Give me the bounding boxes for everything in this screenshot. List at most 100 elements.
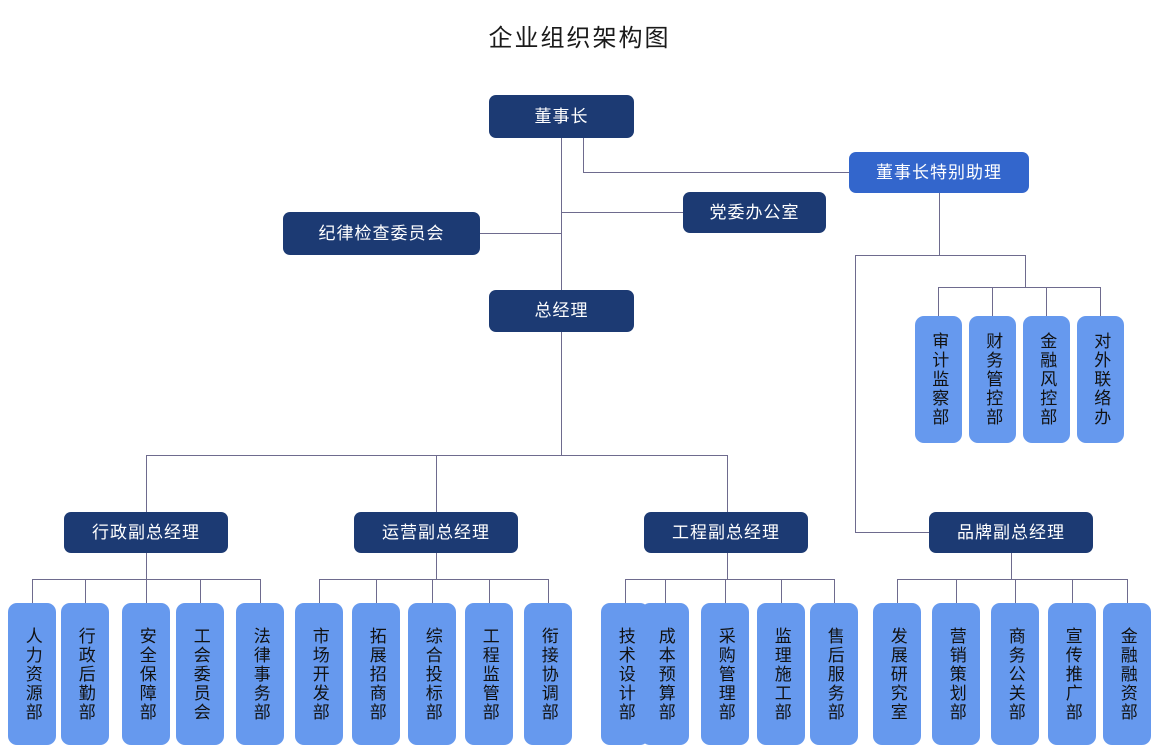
node-financial-funding-dept[interactable]: 金融融资部 — [1103, 603, 1151, 745]
node-publicity-promotion-dept[interactable]: 宣传推广部 — [1048, 603, 1096, 745]
node-party-committee-office[interactable]: 党委办公室 — [683, 192, 826, 233]
connector-brand-dept-4-drop — [1127, 579, 1128, 603]
connector-brand-dept-0-drop — [897, 579, 898, 603]
node-label: 人力资源部 — [22, 626, 42, 722]
connector-operations-dept-4-drop — [548, 579, 549, 603]
connector-administration-dept-4-drop — [260, 579, 261, 603]
connector-engineering-dept-bus — [625, 579, 834, 580]
node-label: 商务公关部 — [1005, 626, 1025, 722]
connector-engineering-dept-4-drop — [834, 579, 835, 603]
connector-engineering-dept-0-drop — [625, 579, 626, 603]
node-label: 对外联络办 — [1091, 332, 1111, 427]
node-label: 技术设计部 — [615, 626, 635, 722]
connector-chairman-to-assistant-drop — [583, 138, 584, 172]
connector-drop-vp-engineering — [727, 455, 728, 512]
connector-drop-financial-control — [992, 287, 993, 316]
node-after-sales-service-dept[interactable]: 售后服务部 — [810, 603, 858, 745]
connector-assistant-to-brand-vp-leg — [855, 255, 856, 532]
connector-assistant-dept-bus — [938, 287, 1100, 288]
node-external-liaison-office[interactable]: 对外联络办 — [1077, 316, 1124, 443]
node-label: 安全保障部 — [136, 626, 156, 722]
node-label: 综合投标部 — [422, 626, 442, 722]
node-label: 行政后勤部 — [75, 626, 95, 722]
node-marketing-planning-dept[interactable]: 营销策划部 — [932, 603, 980, 745]
connector-brand-dept-2-drop — [1015, 579, 1016, 603]
node-cost-budget-dept[interactable]: 成本预算部 — [641, 603, 689, 745]
node-labor-union-committee[interactable]: 工会委员会 — [176, 603, 224, 745]
node-admin-logistics-dept[interactable]: 行政后勤部 — [61, 603, 109, 745]
node-label: 市场开发部 — [309, 626, 329, 722]
node-label: 衔接协调部 — [538, 626, 558, 722]
connector-drop-audit-supervision — [938, 287, 939, 316]
connector-drop-financial-risk — [1046, 287, 1047, 316]
node-discipline-inspection-committee[interactable]: 纪律检查委员会 — [283, 212, 480, 255]
node-label: 财务管控部 — [983, 332, 1003, 427]
node-label: 董事长 — [534, 106, 589, 126]
connector-operations-dept-2-drop — [432, 579, 433, 603]
connector-administration-dept-0-drop — [32, 579, 33, 603]
node-label: 成本预算部 — [655, 626, 675, 722]
connector-operations-dept-0-drop — [319, 579, 320, 603]
node-label: 审计监察部 — [929, 332, 949, 427]
connector-brand-dept-bus — [897, 579, 1127, 580]
node-label: 纪律检查委员会 — [318, 223, 445, 243]
connector-vp-engineering-drop — [727, 553, 728, 579]
node-market-development-dept[interactable]: 市场开发部 — [295, 603, 343, 745]
connector-administration-dept-1-drop — [85, 579, 86, 603]
connector-assistant-drop — [939, 193, 940, 255]
connector-drop-vp-administration — [146, 455, 147, 512]
node-label: 发展研究室 — [887, 626, 907, 722]
node-business-public-relations-dept[interactable]: 商务公关部 — [991, 603, 1039, 745]
node-vp-administration[interactable]: 行政副总经理 — [64, 512, 228, 553]
node-vp-engineering[interactable]: 工程副总经理 — [644, 512, 808, 553]
node-human-resources-dept[interactable]: 人力资源部 — [8, 603, 56, 745]
node-label: 营销策划部 — [946, 626, 966, 722]
node-supervision-construction-dept[interactable]: 监理施工部 — [757, 603, 805, 745]
node-label: 监理施工部 — [771, 626, 791, 722]
node-label: 工会委员会 — [190, 626, 210, 722]
node-label: 金融风控部 — [1037, 332, 1057, 427]
node-coordination-dept[interactable]: 衔接协调部 — [524, 603, 572, 745]
connector-operations-dept-3-drop — [489, 579, 490, 603]
node-expansion-investment-dept[interactable]: 拓展招商部 — [352, 603, 400, 745]
connector-brand-dept-3-drop — [1072, 579, 1073, 603]
node-label: 总经理 — [534, 301, 589, 321]
connector-operations-dept-bus — [319, 579, 548, 580]
node-label: 采购管理部 — [715, 626, 735, 722]
connector-vp-operations-drop — [436, 553, 437, 579]
node-engineering-supervision-dept[interactable]: 工程监管部 — [465, 603, 513, 745]
connector-spine-to-discipline — [480, 233, 561, 234]
node-legal-affairs-dept[interactable]: 法律事务部 — [236, 603, 284, 745]
connector-vp-administration-drop — [146, 553, 147, 579]
connector-administration-dept-3-drop — [200, 579, 201, 603]
connector-assistant-bus — [855, 255, 1025, 256]
connector-spine-to-party-office — [561, 212, 683, 213]
connector-drop-vp-operations — [436, 455, 437, 512]
connector-operations-dept-1-drop — [376, 579, 377, 603]
node-label: 行政副总经理 — [92, 522, 200, 542]
node-label: 工程副总经理 — [672, 522, 780, 542]
node-financial-risk-control-dept[interactable]: 金融风控部 — [1023, 316, 1070, 443]
node-financial-control-dept[interactable]: 财务管控部 — [969, 316, 1016, 443]
node-vp-brand[interactable]: 品牌副总经理 — [929, 512, 1093, 553]
node-safety-assurance-dept[interactable]: 安全保障部 — [122, 603, 170, 745]
connector-brand-dept-1-drop — [956, 579, 957, 603]
node-label: 董事长特别助理 — [876, 162, 1002, 182]
node-label: 党委办公室 — [709, 202, 800, 222]
node-vp-operations[interactable]: 运营副总经理 — [354, 512, 518, 553]
node-chairman-special-assistant[interactable]: 董事长特别助理 — [849, 152, 1029, 193]
node-comprehensive-bidding-dept[interactable]: 综合投标部 — [408, 603, 456, 745]
connector-assistant-right-leg — [1025, 255, 1026, 287]
node-procurement-management-dept[interactable]: 采购管理部 — [701, 603, 749, 745]
connector-engineering-dept-2-drop — [725, 579, 726, 603]
page-title: 企业组织架构图 — [488, 25, 671, 52]
connector-assistant-to-brand-vp-run — [855, 532, 929, 533]
node-label: 工程监管部 — [479, 626, 499, 722]
connector-engineering-dept-1-drop — [665, 579, 666, 603]
node-chairman[interactable]: 董事长 — [489, 95, 634, 138]
node-label: 品牌副总经理 — [957, 522, 1065, 542]
node-label: 金融融资部 — [1117, 626, 1137, 722]
node-development-research-office[interactable]: 发展研究室 — [873, 603, 921, 745]
node-audit-supervision-dept[interactable]: 审计监察部 — [915, 316, 962, 443]
node-general-manager[interactable]: 总经理 — [489, 290, 634, 332]
